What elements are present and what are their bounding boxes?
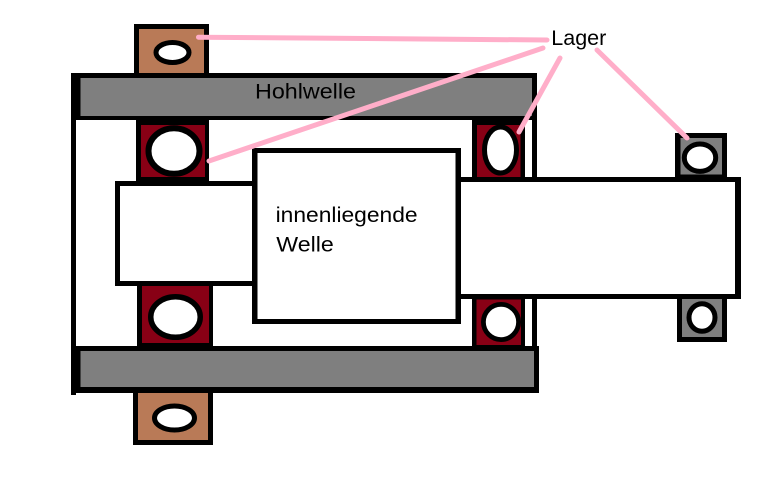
svg-text:Lager: Lager <box>551 26 606 50</box>
svg-text:innenliegende: innenliegende <box>276 203 418 227</box>
svg-text:Welle: Welle <box>276 233 334 257</box>
svg-text:Hohlwelle: Hohlwelle <box>255 80 356 104</box>
